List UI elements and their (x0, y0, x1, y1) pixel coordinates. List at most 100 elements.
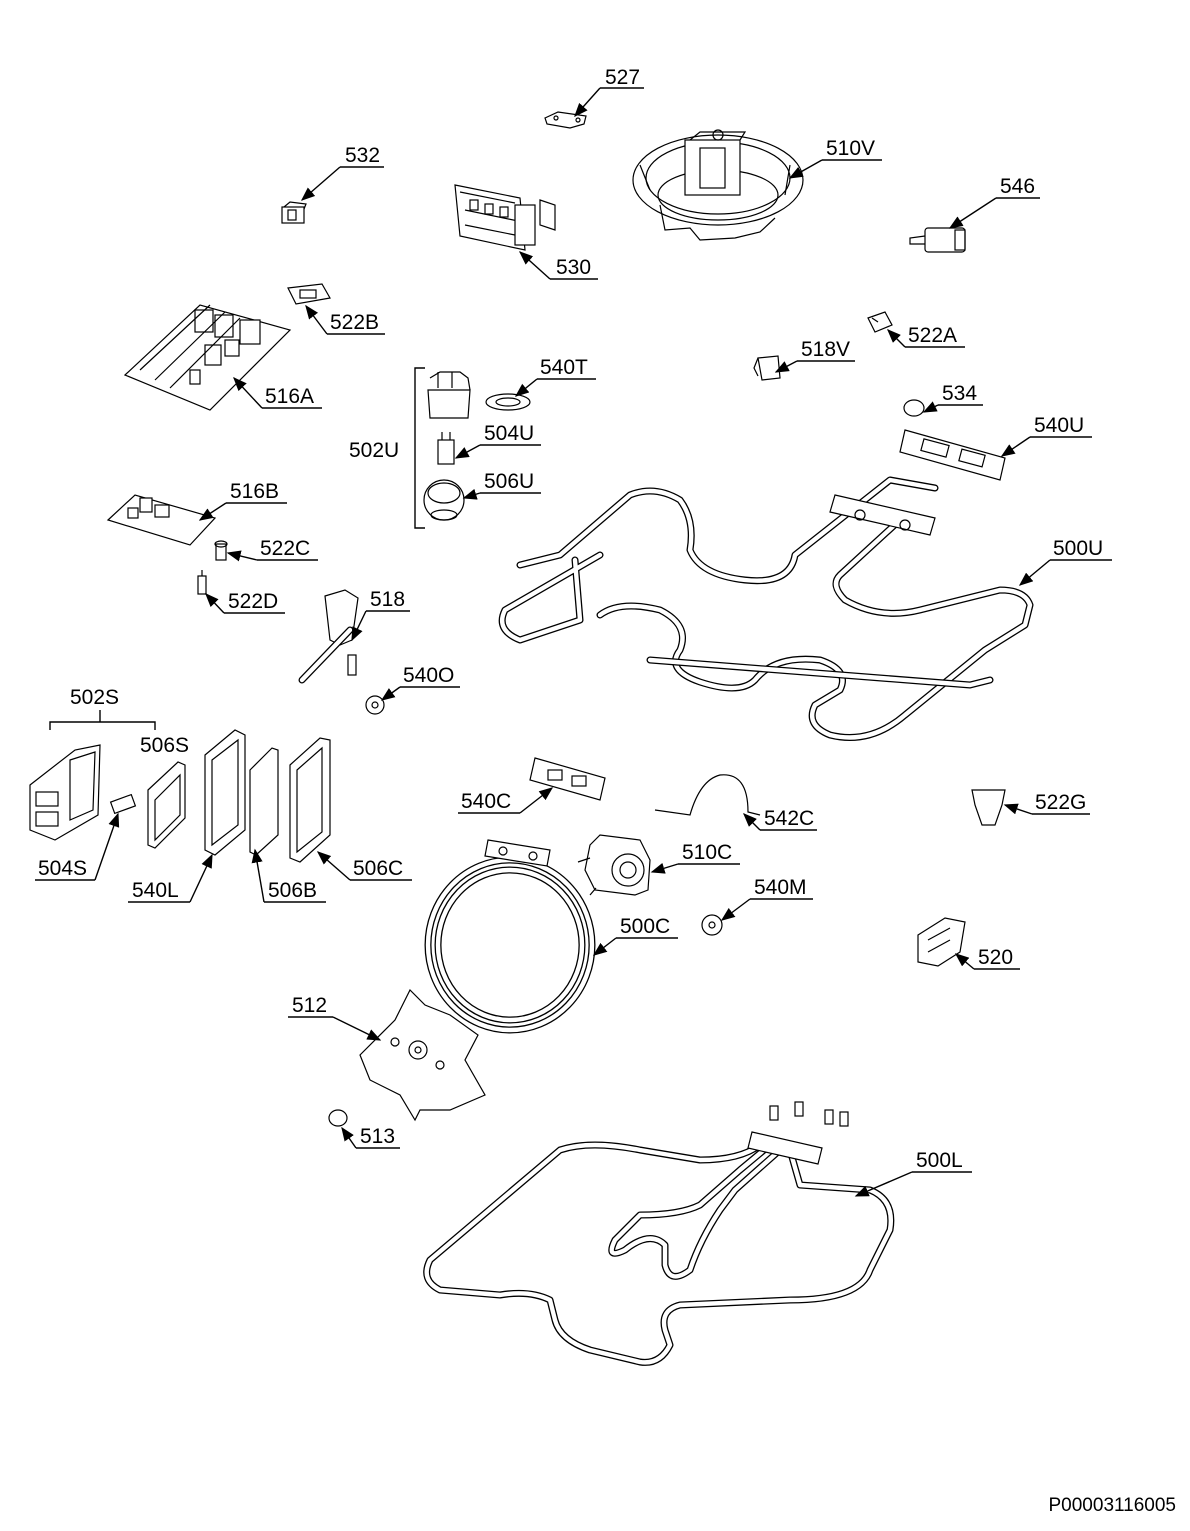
part-540U-plate (899, 429, 1006, 481)
callout-516B: 516B (198, 480, 287, 521)
callout-label-510V: 510V (826, 137, 875, 160)
part-520-door-switch (917, 917, 966, 967)
callout-522B: 522B (305, 304, 385, 335)
callout-label-500L: 500L (916, 1149, 963, 1172)
callout-label-506U: 506U (484, 470, 534, 493)
part-512-fan-blade (359, 988, 486, 1122)
callout-500U: 500U (1018, 537, 1112, 586)
callout-label-540C: 540C (461, 790, 511, 813)
part-522B-sensor (287, 283, 331, 305)
callout-540L: 540L (128, 853, 213, 903)
callout-510C: 510C (650, 841, 740, 874)
part-506B-glass (249, 747, 279, 856)
part-504S-bulb (109, 793, 137, 815)
part-530-terminal-block (454, 184, 556, 251)
callout-label-527: 527 (605, 66, 640, 89)
callout-label-510C: 510C (682, 841, 732, 864)
part-502S-lamp-housing (29, 744, 101, 841)
callout-540T: 540T (514, 356, 596, 397)
callout-label-518V: 518V (801, 338, 850, 361)
callout-label-522A: 522A (908, 324, 957, 347)
part-546-switch (909, 227, 966, 253)
callout-label-546: 546 (1000, 175, 1035, 198)
callout-label-506S: 506S (140, 734, 189, 757)
callout-label-540U: 540U (1034, 414, 1084, 437)
callout-label-534: 534 (942, 382, 977, 405)
callout-label-516B: 516B (230, 480, 279, 503)
group-bracket-502U (414, 367, 425, 529)
callout-502S: 502S (70, 686, 119, 709)
part-516A-pcb (123, 304, 292, 411)
callout-534: 534 (922, 382, 983, 413)
callout-510V: 510V (788, 137, 882, 179)
callout-label-500C: 500C (620, 915, 670, 938)
callout-542C: 542C (743, 807, 817, 831)
callout-540M: 540M (720, 876, 813, 921)
callout-506S: 506S (140, 734, 189, 757)
callout-label-506C: 506C (353, 857, 403, 880)
callout-label-502U: 502U (349, 439, 399, 462)
callout-label-506B: 506B (268, 879, 317, 902)
callout-506C: 506C (316, 851, 412, 881)
callout-label-504S: 504S (38, 857, 87, 880)
callout-540U: 540U (1000, 414, 1092, 457)
part-500L-lower-heater (423, 1101, 895, 1366)
callout-540C: 540C (458, 787, 554, 814)
callout-546: 546 (948, 175, 1040, 229)
callout-label-522B: 522B (330, 311, 379, 334)
group-bracket-502S (49, 710, 156, 730)
callout-label-516A: 516A (265, 385, 314, 408)
part-522C-sensor (214, 540, 228, 561)
callout-label-504U: 504U (484, 422, 534, 445)
part-506U-lamp-glass (423, 479, 465, 521)
callout-label-532: 532 (345, 144, 380, 167)
callout-label-542C: 542C (764, 807, 814, 830)
callout-label-522D: 522D (228, 590, 278, 613)
callout-504U: 504U (454, 422, 541, 459)
callout-label-512: 512 (292, 994, 327, 1017)
callout-518: 518 (351, 588, 410, 642)
document-code: P00003116005 (1048, 1495, 1177, 1516)
part-513-nut (328, 1109, 348, 1127)
callout-522A: 522A (887, 324, 965, 348)
callout-532: 532 (300, 144, 384, 201)
callout-522C: 522C (226, 537, 318, 562)
callout-label-502S: 502S (70, 686, 119, 709)
callout-540O: 540O (380, 664, 460, 701)
part-504U-bulb (437, 432, 455, 465)
part-518V-sensor (753, 355, 781, 381)
part-532-connector (281, 201, 307, 224)
callout-label-522C: 522C (260, 537, 310, 560)
callout-label-518: 518 (370, 588, 405, 611)
callout-504S: 504S (35, 812, 120, 881)
callout-label-540O: 540O (403, 664, 454, 687)
callout-500C: 500C (592, 915, 678, 956)
part-534-cap (903, 399, 925, 417)
part-506C-frame (289, 737, 331, 863)
part-518-probe (298, 589, 359, 684)
part-502U-lamp-holder (427, 371, 471, 419)
callout-512: 512 (288, 994, 382, 1041)
part-540T-gasket (485, 393, 531, 411)
part-540L-gasket (204, 729, 246, 856)
part-516B-pcb (106, 494, 217, 546)
callout-label-540T: 540T (540, 356, 588, 379)
callout-label-520: 520 (978, 946, 1013, 969)
callout-506U: 506U (462, 470, 541, 500)
part-510C-fan-motor (577, 834, 651, 896)
callout-530: 530 (518, 251, 598, 280)
part-540C-plate (529, 757, 606, 801)
callout-518V: 518V (774, 338, 855, 373)
callout-label-513: 513 (360, 1125, 395, 1148)
part-500C-circular-heater (424, 839, 596, 1034)
part-542C-wire (654, 774, 761, 816)
callout-513: 513 (341, 1125, 400, 1149)
callout-label-522G: 522G (1035, 791, 1086, 814)
part-506S-cover (147, 761, 186, 849)
callout-500L: 500L (854, 1149, 972, 1197)
callout-506B: 506B (251, 848, 326, 903)
part-522G-sensor (971, 789, 1006, 826)
callout-label-530: 530 (556, 256, 591, 279)
callout-516A: 516A (233, 376, 322, 409)
